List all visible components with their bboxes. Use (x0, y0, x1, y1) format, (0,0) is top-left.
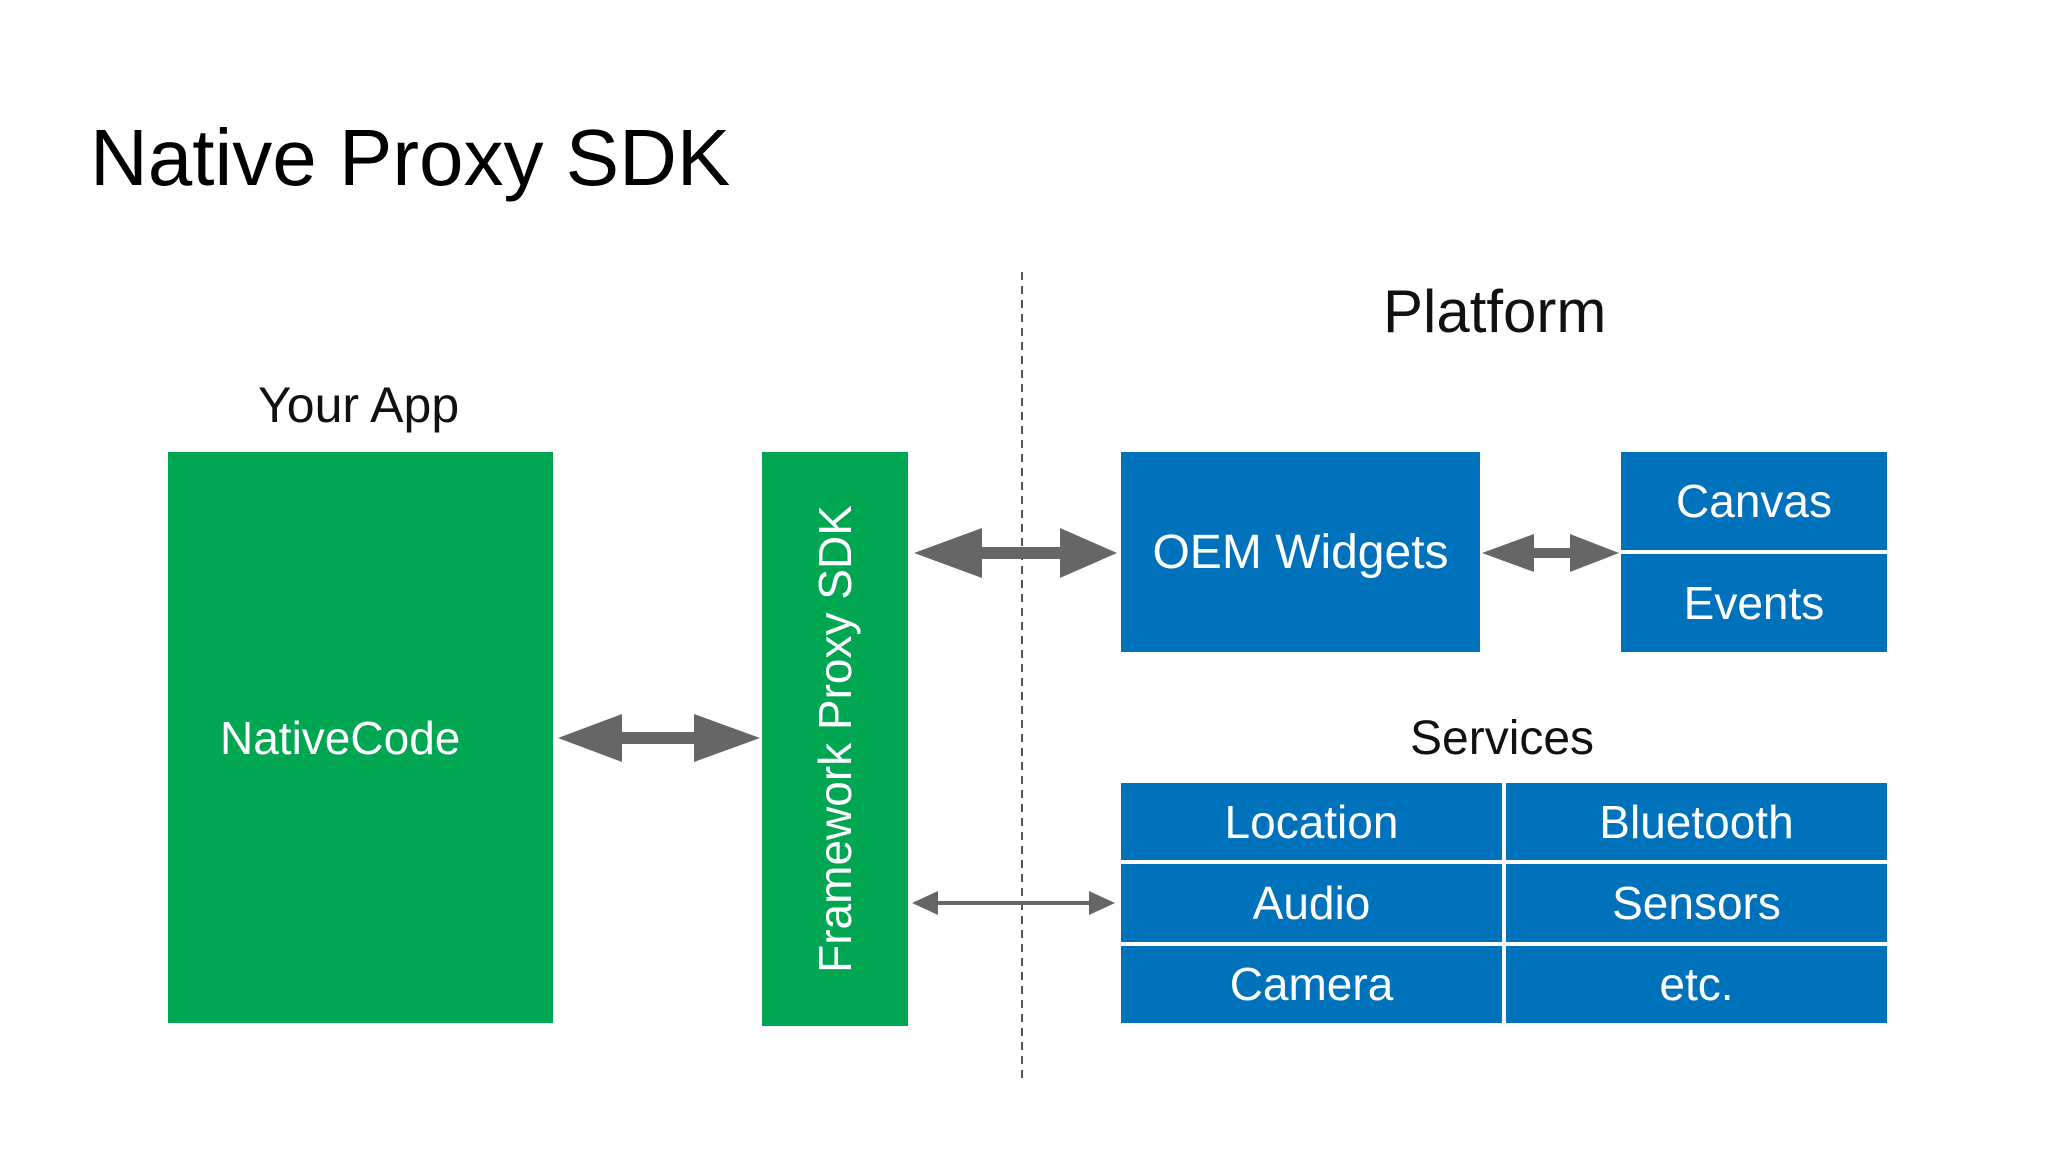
oem-widgets-box: OEM Widgets (1121, 452, 1480, 652)
service-cell-etc: etc. (1506, 945, 1887, 1023)
framework-proxy-sdk-label: Framework Proxy SDK (809, 505, 861, 973)
oem-canvas-arrow (1482, 534, 1619, 572)
oem-widgets-label: OEM Widgets (1152, 525, 1449, 579)
your-app-label: Your App (258, 377, 460, 433)
events-label: Events (1683, 577, 1825, 629)
canvas-events-box: Canvas Events (1621, 452, 1887, 652)
canvas-cell: Canvas (1621, 452, 1887, 550)
services-grid: Location Bluetooth Audio Sensors Camera … (1121, 783, 1887, 1023)
sdk-services-arrow (912, 891, 1115, 915)
service-cell-sensors: Sensors (1506, 864, 1887, 942)
service-cell-bluetooth: Bluetooth (1506, 783, 1887, 861)
service-cell-location: Location (1121, 783, 1502, 861)
services-label: Services (1410, 712, 1595, 765)
canvas-label: Canvas (1676, 475, 1832, 527)
events-cell: Events (1621, 554, 1887, 652)
slide-title: Native Proxy SDK (90, 113, 731, 202)
sdk-oem-arrow (914, 528, 1117, 578)
service-cell-audio: Audio (1121, 864, 1502, 942)
service-cell-camera: Camera (1121, 945, 1502, 1023)
framework-proxy-sdk-box: Framework Proxy SDK (762, 452, 908, 1026)
platform-label: Platform (1383, 278, 1607, 345)
native-sdk-arrow (558, 714, 760, 762)
native-code-box: NativeCode (168, 452, 553, 1023)
canvas-events-divider (1621, 550, 1887, 554)
native-code-label: NativeCode (220, 711, 461, 764)
